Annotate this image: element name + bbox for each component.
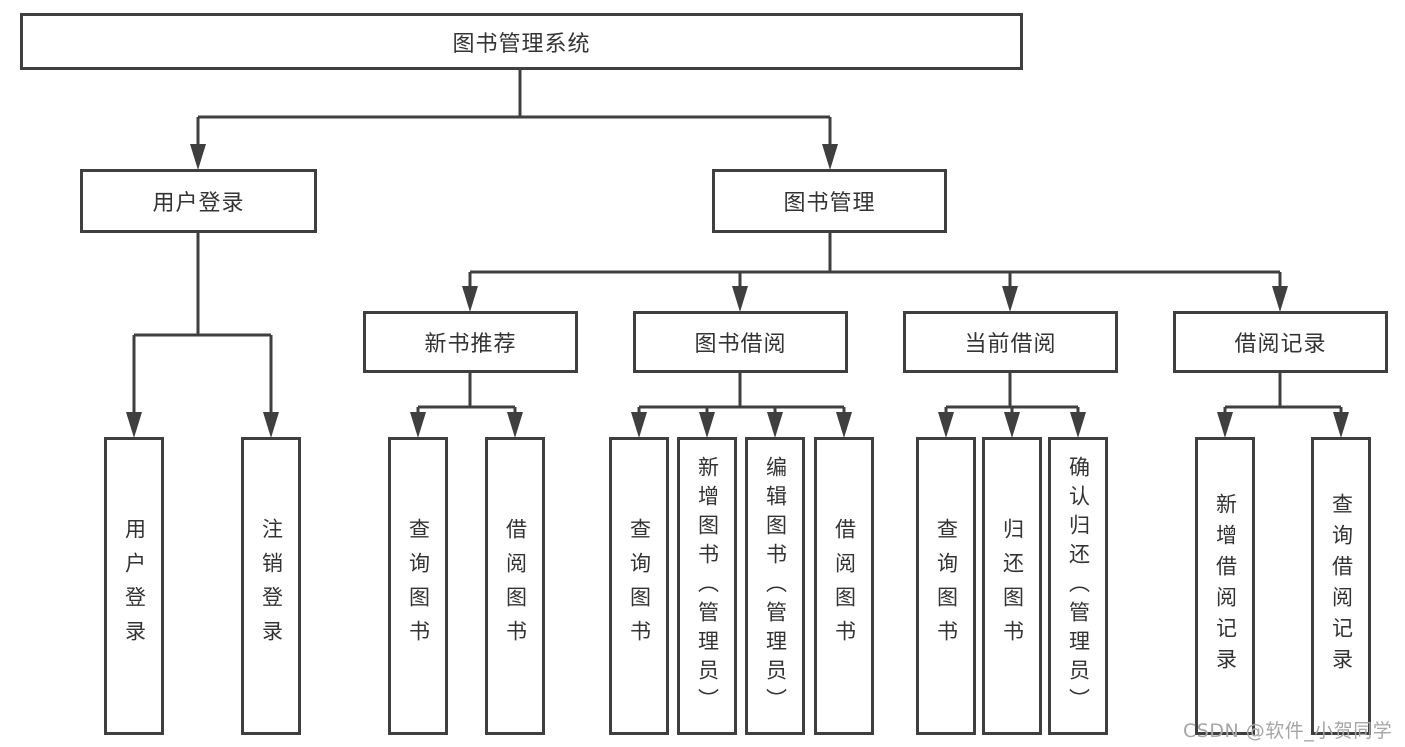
node-leaf-user-login: 用户登录: [104, 437, 164, 735]
node-leaf-borrow-books-1: 借阅图书: [485, 437, 545, 735]
node-leaf-edit-books-admin: 编辑图书（管理员）: [745, 437, 805, 735]
node-leaf-add-borrow-record: 新增借阅记录: [1195, 437, 1255, 735]
node-leaf-confirm-return-admin: 确认归还（管理员）: [1048, 437, 1108, 735]
node-leaf-query-books-2: 查询图书: [609, 437, 669, 735]
node-user-login-branch: 用户登录: [80, 169, 317, 233]
node-leaf-query-books-3: 查询图书: [916, 437, 976, 735]
node-book-borrow: 图书借阅: [633, 311, 848, 373]
node-current-borrow: 当前借阅: [903, 311, 1118, 373]
node-leaf-add-books-admin: 新增图书（管理员）: [677, 437, 737, 735]
node-new-book-recommend: 新书推荐: [363, 311, 578, 373]
csdn-watermark: CSDN @软件_小贺同学: [1183, 720, 1393, 742]
node-leaf-return-books: 归还图书: [982, 437, 1042, 735]
node-leaf-borrow-books-2: 借阅图书: [814, 437, 874, 735]
node-root: 图书管理系统: [20, 13, 1023, 70]
node-leaf-logout: 注销登录: [241, 437, 301, 735]
node-borrow-record: 借阅记录: [1173, 311, 1388, 373]
node-book-management-branch: 图书管理: [712, 169, 947, 233]
node-leaf-query-borrow-record: 查询借阅记录: [1311, 437, 1371, 735]
arrowhead-icons: [126, 144, 1349, 438]
node-leaf-query-books-1: 查询图书: [388, 437, 448, 735]
